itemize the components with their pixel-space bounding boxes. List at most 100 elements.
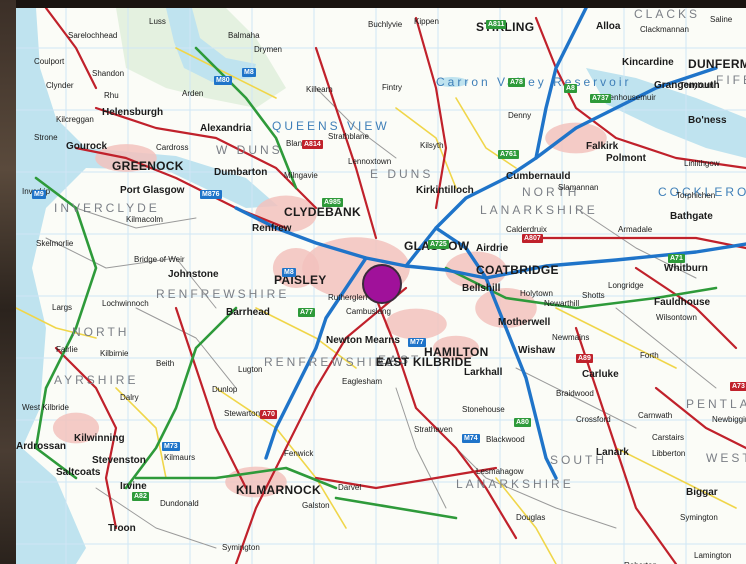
loch-lomond xyxy=(166,8,256,82)
primary-road xyxy=(334,496,458,520)
town-label: Fairlie xyxy=(56,345,78,354)
region-label: QUEENS VIEW xyxy=(272,119,390,133)
road-number-label: M8 xyxy=(282,268,296,277)
town-label: GREENOCK xyxy=(112,159,184,173)
a-road xyxy=(174,306,248,490)
town-label: Armadale xyxy=(618,225,653,234)
town-label: Stevenston xyxy=(92,455,146,466)
town-label: Bo'ness xyxy=(688,115,727,126)
town-label: Clackmannan xyxy=(640,25,689,34)
road-number-label: A807 xyxy=(522,234,543,243)
town-label: Kippen xyxy=(414,17,439,26)
town-label: Bridge of Weir xyxy=(134,255,185,264)
b-road xyxy=(16,307,97,339)
town-label: Galston xyxy=(302,501,330,510)
region-label: LANARKSHIRE xyxy=(480,203,598,217)
town-label: Ardrossan xyxy=(16,441,67,452)
minor-road xyxy=(575,207,697,279)
road-network-svg xyxy=(16,8,746,564)
motorway xyxy=(264,256,368,460)
town-label: Shotts xyxy=(582,291,605,300)
town-label: Milngavie xyxy=(284,171,318,180)
road-number-label: A725 xyxy=(428,240,449,249)
region-label: EAST xyxy=(378,353,422,367)
background-edge xyxy=(0,0,16,564)
town-label: Buchlyvie xyxy=(368,20,403,29)
b-road xyxy=(555,307,677,369)
urban-area xyxy=(445,251,507,289)
urban-area xyxy=(255,195,317,233)
b-road xyxy=(255,307,357,369)
town-label: Lanark xyxy=(596,447,629,458)
town-label: Polmont xyxy=(606,153,646,164)
town-label: Troon xyxy=(108,523,136,534)
town-label: Grangemouth xyxy=(654,80,720,91)
minor-road xyxy=(395,387,447,509)
location-marker[interactable] xyxy=(362,264,402,304)
town-label: Saltcoats xyxy=(56,467,101,478)
urban-area xyxy=(385,308,447,340)
town-label: Lugton xyxy=(238,365,263,374)
a-road xyxy=(574,326,678,564)
town-label: HAMILTON xyxy=(424,345,489,359)
town-label: Drymen xyxy=(254,45,283,54)
town-label: Kincardine xyxy=(622,57,674,68)
minor-road xyxy=(615,307,717,389)
town-label: Balmaha xyxy=(228,31,260,40)
town-label: Darvel xyxy=(338,483,362,492)
region-label: LANARKSHIRE xyxy=(456,477,574,491)
town-label: EAST KILBRIDE xyxy=(376,355,472,369)
town-label: Rutherglen xyxy=(328,293,368,302)
a-road xyxy=(654,386,746,450)
a-road xyxy=(314,466,498,490)
a-road xyxy=(374,296,518,540)
town-label: PAISLEY xyxy=(274,273,327,287)
road-number-label: M8 xyxy=(242,68,256,77)
town-label: Blackwood xyxy=(486,435,525,444)
road-number-label: A80 xyxy=(514,418,531,427)
urban-area xyxy=(52,412,100,444)
region-label: PENTLA xyxy=(686,397,746,411)
road-number-label: A78 xyxy=(508,78,525,87)
town-label: Dunlop xyxy=(212,385,238,394)
minor-road xyxy=(45,237,217,309)
primary-road xyxy=(134,466,338,490)
road-number-label: A985 xyxy=(322,198,343,207)
urban-area xyxy=(272,248,320,288)
primary-road xyxy=(124,306,238,490)
b-road xyxy=(395,107,457,189)
a-road xyxy=(54,346,118,530)
town-label: Airdrie xyxy=(476,243,509,254)
road-number-label: A814 xyxy=(302,140,323,149)
a-road xyxy=(44,8,98,90)
town-label: Stonehouse xyxy=(462,405,505,414)
region-label: RENFREWSHIRE xyxy=(156,287,290,301)
town-label: Symington xyxy=(680,513,718,522)
b-road xyxy=(455,97,517,169)
town-label: Rhu xyxy=(104,91,119,100)
motorway xyxy=(534,8,588,160)
town-label: Lennoxtown xyxy=(348,157,392,166)
road-number-label: M77 xyxy=(408,338,426,347)
town-label: Coulport xyxy=(34,57,65,66)
town-label: Sarelochhead xyxy=(68,31,118,40)
town-label: Lochwinnoch xyxy=(102,299,149,308)
road-number-label: M74 xyxy=(462,434,480,443)
minor-road xyxy=(315,87,397,159)
carron-valley-reservoir xyxy=(436,77,468,87)
town-label: Douglas xyxy=(516,513,546,522)
town-label: Saline xyxy=(710,15,733,24)
town-label: Newbigging xyxy=(712,415,746,424)
town-label: Strone xyxy=(34,133,58,142)
town-label: Holytown xyxy=(520,289,553,298)
town-label: Cardross xyxy=(156,143,189,152)
town-label: CLYDEBANK xyxy=(284,205,361,219)
town-label: Port Glasgow xyxy=(120,185,185,196)
town-label: Helensburgh xyxy=(102,107,164,118)
town-label: Fauldhouse xyxy=(654,297,711,308)
a-road xyxy=(314,46,378,240)
town-label: Whitburn xyxy=(664,263,708,274)
town-label: Alloa xyxy=(596,21,621,32)
town-label: Kilmaurs xyxy=(164,453,196,462)
